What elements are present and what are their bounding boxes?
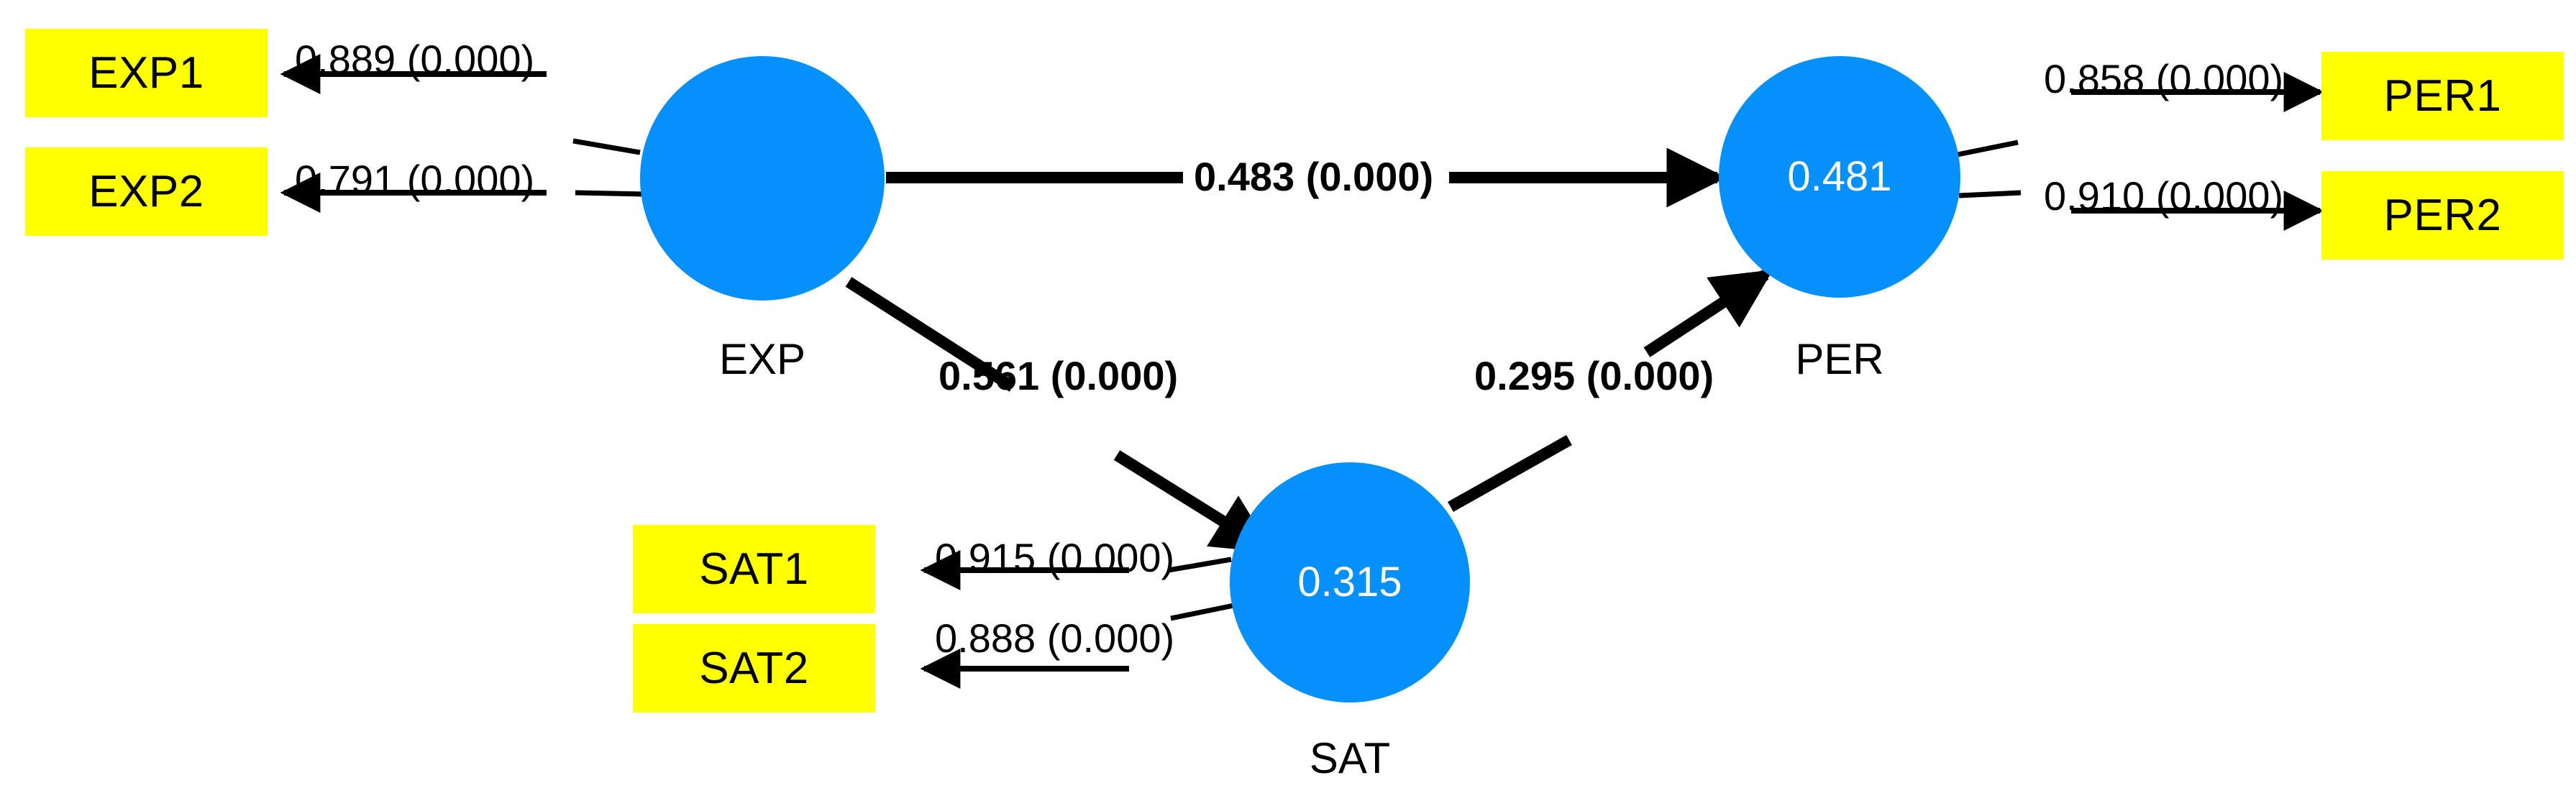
construct-circle-per[interactable]: 0.481 bbox=[1719, 56, 1960, 298]
indicator-box-exp2[interactable]: EXP2 bbox=[25, 147, 268, 236]
construct-name-exp: EXP bbox=[718, 335, 806, 383]
indicator-label-exp2: EXP2 bbox=[88, 166, 204, 216]
indicator-box-sat2[interactable]: SAT2 bbox=[633, 624, 875, 713]
measurement-line-sat1 bbox=[920, 550, 1232, 590]
measurement-line-exp1 bbox=[280, 54, 641, 155]
loading-label-sat1: 0.915 (0.000) bbox=[935, 535, 1175, 580]
r2-value-sat: 0.315 bbox=[1297, 559, 1402, 605]
path-label-exp-sat: 0.561 (0.000) bbox=[938, 353, 1179, 398]
indicator-label-exp1: EXP1 bbox=[88, 47, 204, 98]
indicator-label-sat1: SAT1 bbox=[699, 544, 809, 594]
loading-label-sat2: 0.888 (0.000) bbox=[935, 615, 1175, 661]
construct-name-sat: SAT bbox=[1309, 734, 1391, 782]
measurement-line-per1 bbox=[1957, 72, 2324, 157]
loading-label-exp1: 0.889 (0.000) bbox=[295, 37, 535, 82]
measurement-line-sat2 bbox=[920, 603, 1235, 689]
r2-value-per: 0.481 bbox=[1787, 153, 1892, 200]
indicator-box-sat1[interactable]: SAT1 bbox=[633, 525, 875, 613]
construct-circle-exp[interactable] bbox=[640, 56, 885, 301]
measurement-line-per2 bbox=[1958, 190, 2324, 231]
loading-label-exp2: 0.791 (0.000) bbox=[295, 157, 535, 202]
structural-path-sat-per bbox=[1448, 270, 1773, 512]
construct-circle-sat[interactable]: 0.315 bbox=[1230, 462, 1470, 702]
indicator-label-per1: PER1 bbox=[2383, 70, 2502, 121]
measurement-line-exp2 bbox=[280, 173, 643, 213]
construct-name-per: PER bbox=[1795, 335, 1884, 383]
indicator-box-per2[interactable]: PER2 bbox=[2321, 171, 2564, 260]
indicator-label-sat2: SAT2 bbox=[699, 643, 809, 693]
indicator-label-per2: PER2 bbox=[2383, 190, 2502, 240]
loading-label-per2: 0.910 (0.000) bbox=[2044, 173, 2284, 219]
indicator-box-exp1[interactable]: EXP1 bbox=[25, 29, 268, 117]
path-label-exp-per: 0.483 (0.000) bbox=[1194, 154, 1434, 199]
loading-label-per1: 0.858 (0.000) bbox=[2044, 56, 2284, 101]
path-label-sat-per: 0.295 (0.000) bbox=[1474, 353, 1714, 398]
structural-path-exp-sat bbox=[845, 277, 1274, 553]
indicator-box-per1[interactable]: PER1 bbox=[2321, 52, 2564, 140]
